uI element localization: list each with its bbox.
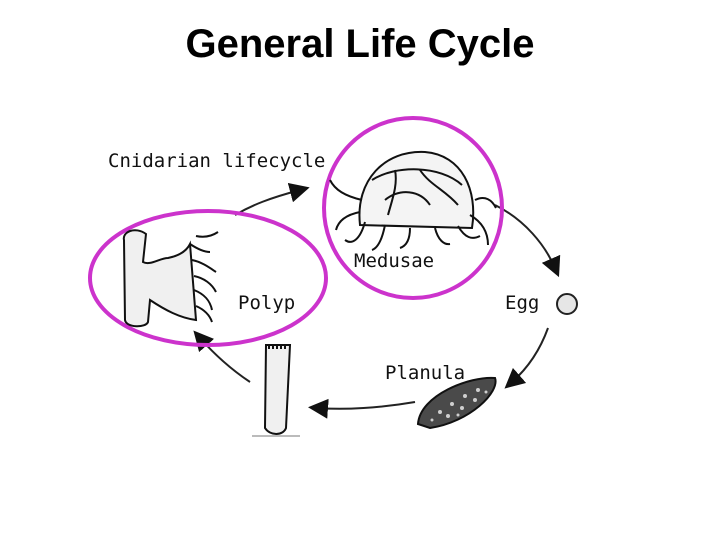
polyp-highlight-ring [88,209,328,347]
arrow-planula-to-polyp [308,398,416,419]
medusa-illustration [329,150,497,251]
adult-polyp-illustration [122,229,219,328]
stage-label-polyp: Polyp [238,292,296,314]
arrow-polyp-to-polyp-adult [193,330,251,383]
stage-label-egg: Egg [505,292,540,314]
stage-label-medusae: Medusae [354,250,435,272]
arrow-polyp-to-medusae [234,182,310,216]
diagram-heading: Cnidarian lifecycle [108,150,326,172]
medusa-highlight-ring [322,116,504,300]
young-polyp-illustration [252,344,300,437]
planula-illustration [416,376,497,430]
arrow-egg-to-planula [504,327,549,389]
arrow-medusae-to-egg [494,204,561,278]
slide-title: General Life Cycle [185,22,535,66]
egg-illustration [556,293,578,315]
stage-label-planula: Planula [385,362,466,384]
